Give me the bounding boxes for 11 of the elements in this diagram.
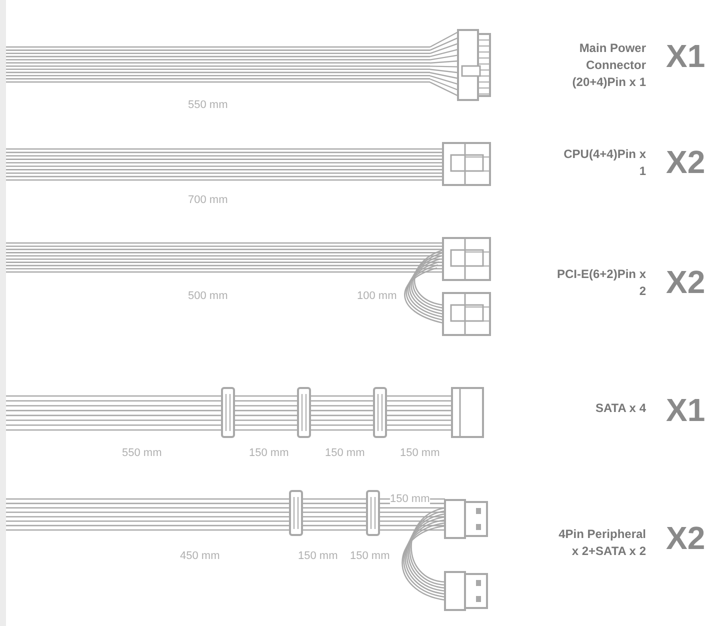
connector-description: PCI-E(6+2)Pin x 2 [556,266,646,300]
connector-description: 4Pin Peripheral x 2+SATA x 2 [558,526,646,560]
connector-description: CPU(4+4)Pin x 1 [562,146,646,180]
quantity-label: X1 [666,392,706,428]
quantity-label: X2 [666,144,706,180]
quantity-label: X1 [666,38,706,74]
connector-description: SATA x 4 [594,400,646,417]
length-label: 150 mm [390,492,430,506]
quantity-label: X2 [666,264,706,300]
quantity-label: X2 [666,520,706,556]
connector-description: Main Power Connector (20+4)Pin x 1 [571,40,646,91]
